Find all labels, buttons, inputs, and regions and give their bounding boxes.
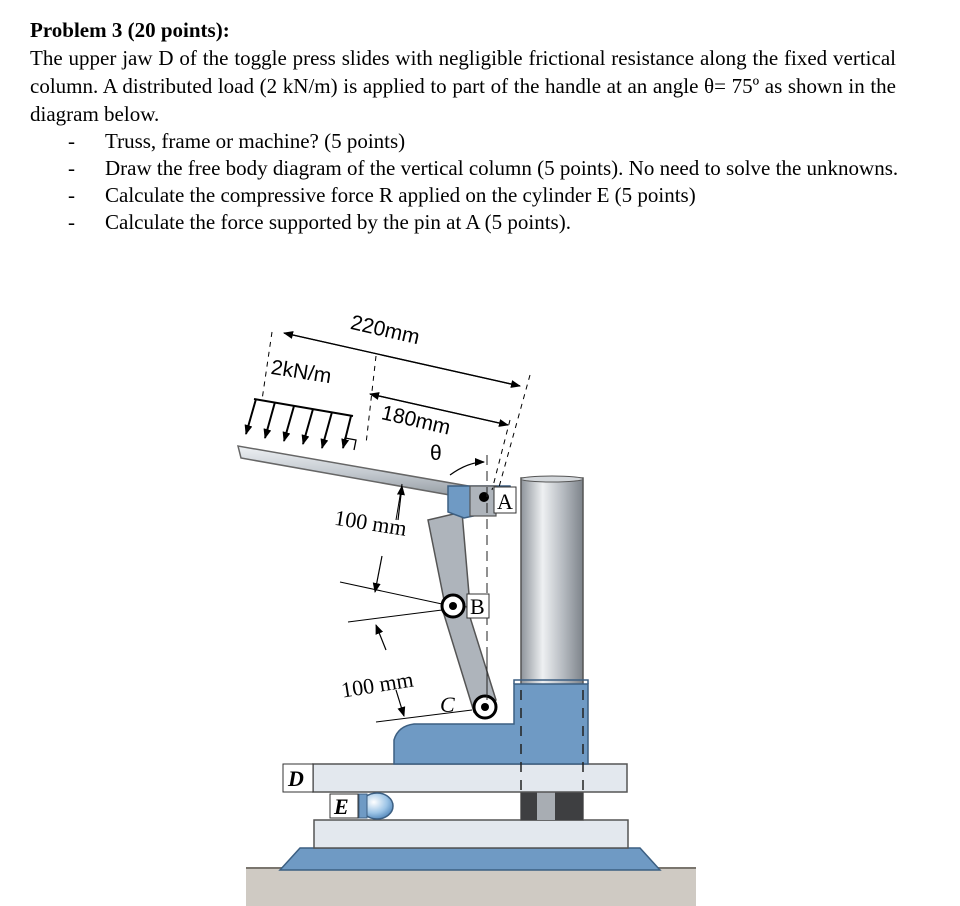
bullet-dash: - [68, 183, 75, 207]
jaw-collar [513, 679, 589, 684]
dimension-bc-arrow-bot [395, 689, 406, 717]
point-a-label: A [497, 489, 513, 514]
column-top [520, 475, 584, 483]
angle-arc [449, 458, 485, 476]
label-d-box [282, 763, 314, 793]
dimension-ab-arrow-bot [372, 555, 383, 593]
dimension-ab-arrow-top [396, 485, 405, 521]
handle [236, 445, 481, 501]
extension-line [365, 355, 377, 445]
pin-c [481, 703, 489, 711]
label-a-box [493, 486, 517, 514]
dimension-180-label: 180mm [379, 401, 452, 439]
label-e-box [329, 793, 359, 819]
jaw-body [393, 683, 589, 765]
dimension-bc-label: 100 mm [339, 667, 415, 703]
jaw-plate [312, 763, 628, 793]
column-gap-shine [537, 792, 555, 820]
dimension-bc-top-ext [347, 609, 443, 623]
base-plate [313, 819, 629, 849]
angle-theta-label: θ [430, 442, 442, 465]
task-text: Calculate the compressive force R applie… [105, 183, 696, 207]
list-item: - Calculate the compressive force R appli… [30, 182, 910, 209]
right-angle-mark [342, 437, 357, 451]
dimension-bc-arrow-top [375, 624, 387, 651]
problem-title: Problem 3 (20 points): [30, 18, 230, 42]
task-text: Truss, frame or machine? (5 points) [105, 129, 406, 153]
point-d-label: D [287, 766, 304, 791]
list-item: - Draw the free body diagram of the verti… [30, 155, 910, 182]
extension-line [261, 331, 273, 401]
pin-b [449, 602, 457, 610]
list-item: - Calculate the force supported by the pi… [30, 209, 910, 236]
point-e-label: E [333, 794, 349, 819]
task-text: Calculate the force supported by the pin… [105, 210, 571, 234]
problem-body: The upper jaw D of the toggle press slid… [30, 46, 896, 126]
label-b-box [466, 593, 490, 619]
problem-statement: Problem 3 (20 points): The upper jaw D o… [30, 16, 910, 236]
task-list: - Truss, frame or machine? (5 points) - Dr… [30, 128, 910, 236]
load-intensity-label: 2kN/m [269, 356, 333, 388]
distributed-load [244, 398, 354, 449]
machine-base [278, 847, 662, 871]
ground [246, 868, 696, 906]
dimension-220-back [283, 331, 521, 387]
cylinder-e-end [358, 793, 368, 819]
toggle-press-diagram: 220mm 2kN/m 180mm θ 100 mm 100 mm A B C … [236, 311, 696, 906]
extension-line [491, 419, 511, 491]
bullet-dash: - [68, 156, 75, 180]
dimension-180-back [369, 392, 509, 426]
point-c-label: C [440, 692, 455, 717]
dimension-ab-bot-ext [339, 581, 443, 605]
list-item: - Truss, frame or machine? (5 points) [30, 128, 910, 155]
task-text: Draw the free body diagram of the vertic… [105, 156, 899, 180]
point-b-label: B [470, 594, 485, 619]
dimension-220-label: 220mm [348, 311, 421, 349]
bullet-dash: - [68, 210, 75, 234]
bullet-dash: - [68, 129, 75, 153]
extension-line [495, 374, 531, 499]
dimension-bc-bot-ext [375, 709, 473, 723]
